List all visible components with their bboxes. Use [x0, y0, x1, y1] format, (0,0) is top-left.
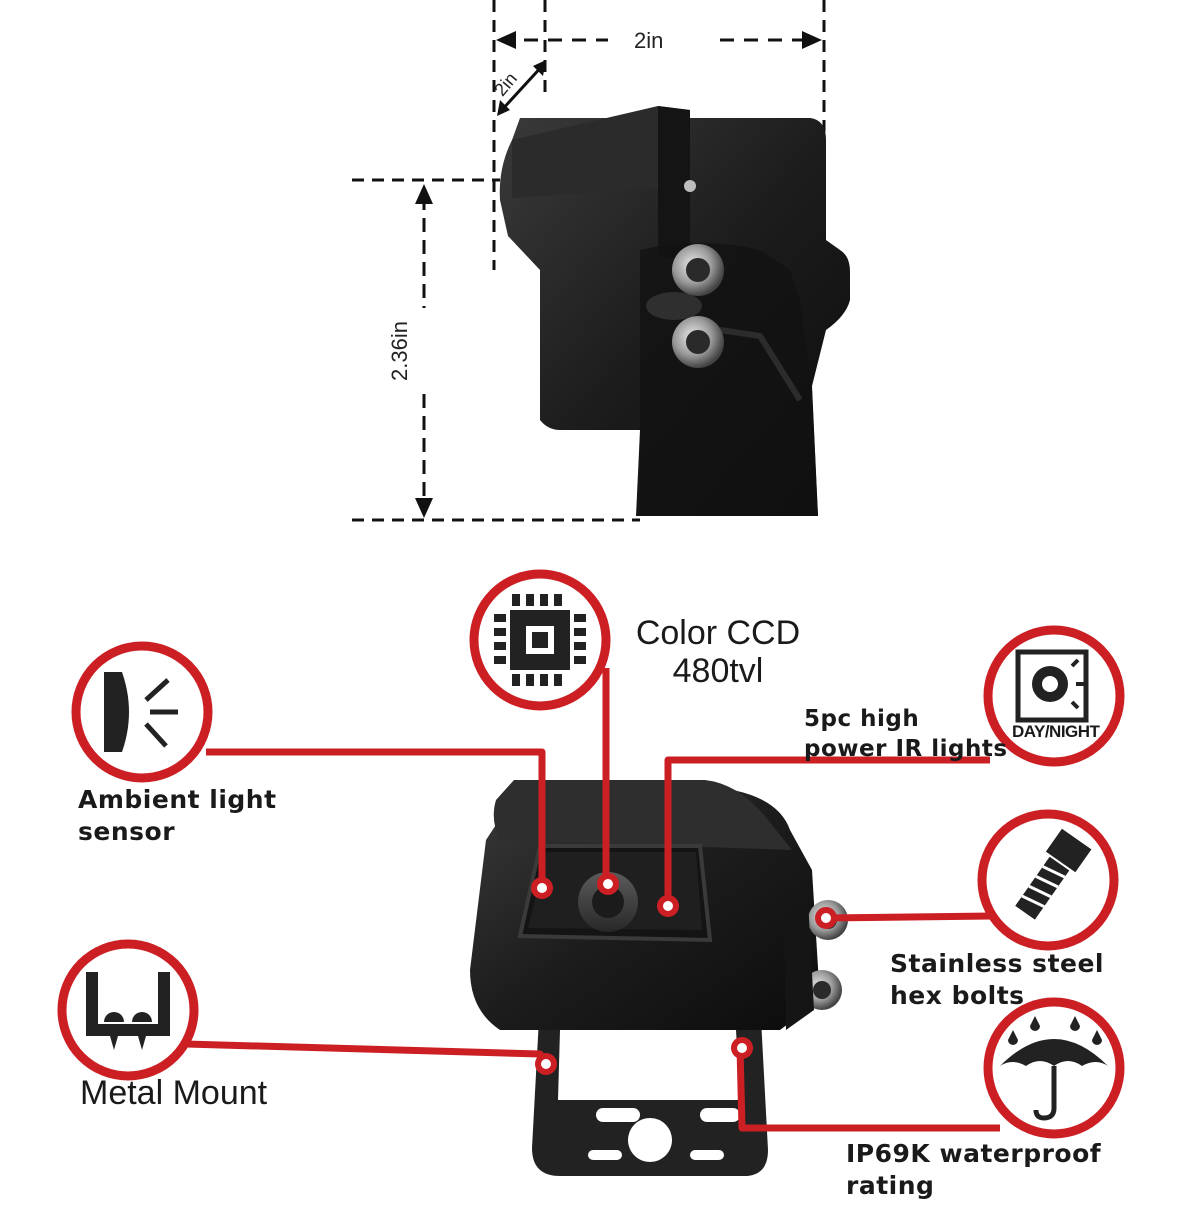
headlight-sensor-icon	[71, 641, 213, 783]
color-ccd-label-line1: Color CCD	[635, 614, 801, 652]
waterproof-label-line2: rating	[846, 1171, 935, 1200]
height-dimension-label: 2.36in	[386, 321, 412, 381]
hex-bolts-label-line2: hex bolts	[890, 981, 1025, 1010]
dimension-lines	[352, 0, 826, 522]
metal-mount-label: Metal Mount	[80, 1074, 268, 1112]
waterproof-label-line1: IP69K waterproof	[846, 1139, 1102, 1168]
u-bracket-icon	[57, 939, 199, 1081]
dimension-arrowheads	[415, 31, 822, 518]
ambient-light-label: Ambient light sensor	[78, 784, 277, 848]
waterproof-label: IP69K waterproof rating	[846, 1138, 1101, 1202]
day-night-icon	[983, 625, 1125, 767]
camera-front-view	[470, 780, 848, 1176]
ir-lights-label-line1: 5pc high	[804, 706, 920, 732]
ambient-light-label-line2: sensor	[78, 817, 176, 846]
width-dimension-label: 2in	[634, 28, 664, 53]
day-night-badge: DAY/NIGHT	[1012, 722, 1100, 741]
color-ccd-label: Color CCD 480tvl	[620, 614, 816, 690]
color-ccd-label-line2: 480tvl	[672, 652, 764, 690]
hex-bolts-label: Stainless steel hex bolts	[890, 948, 1104, 1012]
callout-lines	[185, 668, 1000, 1132]
umbrella-icon	[983, 997, 1125, 1139]
chip-icon	[469, 569, 611, 711]
ambient-light-label-line1: Ambient light	[78, 785, 277, 814]
ir-lights-label-line2: power IR lights	[804, 736, 1008, 762]
ir-lights-label: 5pc high power IR lights	[804, 704, 1008, 764]
callout-dots	[531, 873, 837, 1075]
camera-side-view	[499, 106, 850, 516]
hex-bolt-icon	[977, 809, 1119, 951]
hex-bolts-label-line1: Stainless steel	[890, 949, 1104, 978]
